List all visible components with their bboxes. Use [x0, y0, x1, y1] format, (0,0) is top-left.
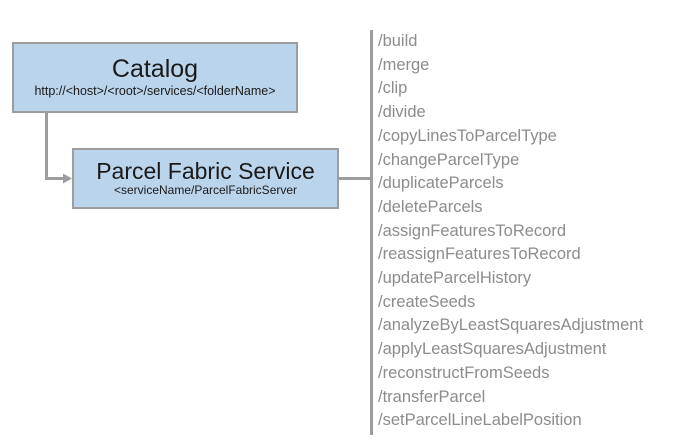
operation-item[interactable]: /transferParcel — [378, 387, 486, 406]
operation-item[interactable]: /analyzeByLeastSquaresAdjustment — [378, 316, 644, 335]
node-catalog[interactable]: Catalog http://<host>/<root>/services/<f… — [12, 42, 298, 113]
node-parcel-fabric-service-title: Parcel Fabric Service — [96, 158, 315, 185]
operation-item[interactable]: /clip — [378, 79, 408, 98]
operation-item[interactable]: /applyLeastSquaresAdjustment — [378, 340, 607, 359]
operation-item[interactable]: /createSeeds — [378, 292, 476, 311]
connector-catalog-to-service — [45, 113, 72, 184]
operation-item[interactable]: /reassignFeaturesToRecord — [378, 245, 581, 264]
operation-item[interactable]: /changeParcelType — [378, 150, 520, 169]
operation-item[interactable]: /assignFeaturesToRecord — [378, 221, 567, 240]
operation-item[interactable]: /merge — [378, 55, 430, 74]
node-catalog-url: http://<host>/<root>/services/<folderNam… — [34, 84, 276, 99]
arrowhead-icon — [63, 173, 72, 184]
node-parcel-fabric-service-path: <serviceName/ParcelFabricServer — [113, 183, 298, 198]
operation-item[interactable]: /updateParcelHistory — [378, 269, 532, 288]
operation-item[interactable]: /setParcelLineLabelPosition — [378, 411, 582, 430]
operation-item[interactable]: /deleteParcels — [378, 197, 483, 216]
operation-item[interactable]: /copyLinesToParcelType — [378, 126, 557, 145]
operation-item[interactable]: /reconstructFromSeeds — [378, 363, 550, 382]
operation-item[interactable]: /duplicateParcels — [378, 174, 504, 193]
operation-item[interactable]: /divide — [378, 103, 426, 122]
node-parcel-fabric-service[interactable]: Parcel Fabric Service <serviceName/Parce… — [72, 148, 339, 209]
operation-item[interactable]: /build — [378, 32, 418, 50]
node-catalog-title: Catalog — [111, 55, 199, 83]
operations-list: /build/merge/clip/divide/copyLinesToParc… — [378, 30, 684, 433]
